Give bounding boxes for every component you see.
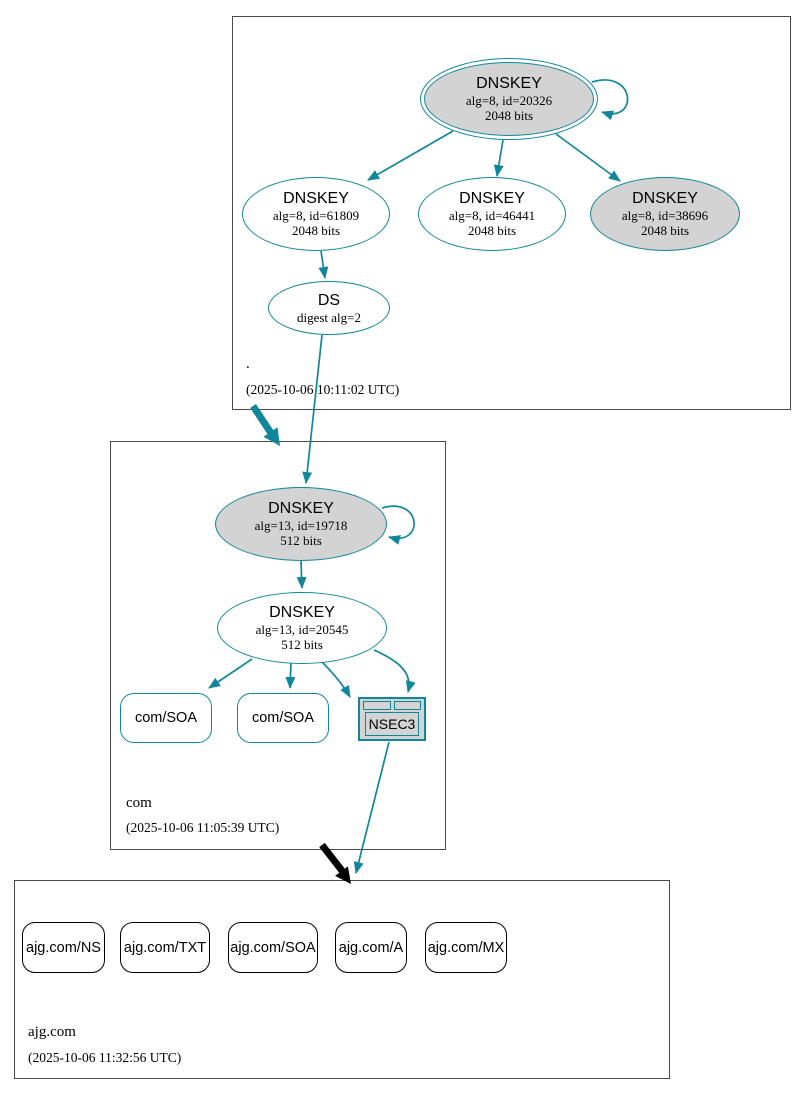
edge-nsec3-to-ajg-zone <box>353 741 390 874</box>
zone-label-root: . <box>246 356 250 372</box>
node-com-soa-2[interactable]: com/SOA <box>237 693 329 743</box>
node-root-dnskey-61809[interactable]: DNSKEY alg=8, id=61809 2048 bits <box>242 177 390 251</box>
node-root-dnskey-46441[interactable]: DNSKEY alg=8, id=46441 2048 bits <box>418 177 566 251</box>
edge-com-zsk-to-soa1 <box>208 658 253 689</box>
edge-delegation-root-to-com-arrowhead <box>263 427 280 446</box>
node-com-ksk-title: DNSKEY <box>268 500 334 517</box>
node-root-dnskey-61809-title: DNSKEY <box>283 190 349 207</box>
node-com-soa-2-label: com/SOA <box>251 710 315 726</box>
nsec3-cell-left <box>363 701 391 710</box>
edge-delegation-root-to-com <box>250 404 274 435</box>
edge-com-ksk-self-loop <box>381 505 415 545</box>
zone-timestamp-root: (2025-10-06 10:11:02 UTC) <box>246 382 400 397</box>
node-ajg-com-ns[interactable]: ajg.com/NS <box>22 922 105 973</box>
zone-box-root <box>232 16 791 410</box>
node-ajg-com-a-label: ajg.com/A <box>338 939 404 956</box>
node-com-zsk-size: 512 bits <box>281 637 323 652</box>
nsec3-top-row <box>363 701 421 710</box>
node-ajg-com-txt-label: ajg.com/TXT <box>123 939 207 956</box>
node-root-dnskey-46441-size: 2048 bits <box>467 223 517 238</box>
zone-timestamp-ajg-com: (2025-10-06 11:32:56 UTC) <box>28 1050 182 1065</box>
edge-root-ksk-to-zsk2 <box>493 139 504 177</box>
node-ajg-com-ns-label: ajg.com/NS <box>26 939 101 956</box>
node-root-dnskey-61809-algorithm: alg=8, id=61809 <box>272 208 360 223</box>
nsec3-cell-right <box>393 701 421 710</box>
node-com-soa-1-label: com/SOA <box>134 710 198 726</box>
node-com-soa-1[interactable]: com/SOA <box>120 693 212 743</box>
node-root-dnskey-46441-algorithm: alg=8, id=46441 <box>448 208 536 223</box>
zone-box-ajg-com <box>14 880 670 1079</box>
node-root-dnskey-38696-size: 2048 bits <box>640 223 690 238</box>
zone-timestamp-com: (2025-10-06 11:05:39 UTC) <box>126 820 280 835</box>
edge-root-ksk-self-loop <box>591 79 629 121</box>
edge-root-zsk1-to-ds <box>318 250 329 279</box>
node-com-ksk-size: 512 bits <box>280 533 322 548</box>
node-com-ksk-algorithm: alg=13, id=19718 <box>254 518 348 533</box>
node-root-ksk-dnskey-20326[interactable]: DNSKEY alg=8, id=20326 2048 bits <box>420 58 598 140</box>
edge-delegation-com-to-ajg <box>319 842 346 875</box>
node-root-ksk-inner: DNSKEY alg=8, id=20326 2048 bits <box>424 62 594 136</box>
node-root-ds[interactable]: DS digest alg=2 <box>268 281 390 335</box>
node-root-ds-detail: digest alg=2 <box>296 309 362 325</box>
node-ajg-com-mx[interactable]: ajg.com/MX <box>425 922 507 973</box>
edge-root-ksk-to-key3 <box>555 133 621 182</box>
node-root-dnskey-46441-title: DNSKEY <box>459 190 525 207</box>
edge-ds-to-com-ksk <box>302 334 323 484</box>
node-ajg-com-soa[interactable]: ajg.com/SOA <box>228 922 318 973</box>
node-root-dnskey-38696-title: DNSKEY <box>632 190 698 207</box>
node-com-zsk-dnskey-20545[interactable]: DNSKEY alg=13, id=20545 512 bits <box>217 592 387 664</box>
edge-root-ksk-to-zsk1 <box>367 130 454 181</box>
node-ajg-com-mx-label: ajg.com/MX <box>427 939 505 956</box>
node-root-ds-title: DS <box>317 291 341 309</box>
node-ajg-com-txt[interactable]: ajg.com/TXT <box>120 922 210 973</box>
node-root-ksk-algorithm: alg=8, id=20326 <box>465 93 553 108</box>
node-ajg-com-a[interactable]: ajg.com/A <box>335 922 407 973</box>
edge-com-zsk-to-nsec3-right <box>373 649 416 693</box>
node-com-ksk-dnskey-19718[interactable]: DNSKEY alg=13, id=19718 512 bits <box>215 487 387 561</box>
edge-com-ksk-to-zsk <box>296 560 307 589</box>
zone-label-com: com <box>126 795 152 811</box>
zone-label-ajg-com: ajg.com <box>28 1024 76 1040</box>
node-root-dnskey-38696-algorithm: alg=8, id=38696 <box>621 208 709 223</box>
node-ajg-com-soa-label: ajg.com/SOA <box>230 939 316 956</box>
node-root-ksk-size: 2048 bits <box>484 108 534 123</box>
edge-com-zsk-to-soa2 <box>285 661 296 689</box>
node-root-ksk-title: DNSKEY <box>476 75 542 92</box>
node-com-nsec3-label: NSEC3 <box>365 712 419 736</box>
node-com-nsec3[interactable]: NSEC3 <box>358 697 426 741</box>
node-root-dnskey-38696[interactable]: DNSKEY alg=8, id=38696 2048 bits <box>590 177 740 251</box>
node-root-dnskey-61809-size: 2048 bits <box>291 223 341 238</box>
node-com-zsk-title: DNSKEY <box>269 604 335 621</box>
edge-com-zsk-to-nsec3-left <box>321 661 351 698</box>
node-com-zsk-algorithm: alg=13, id=20545 <box>255 622 349 637</box>
edge-delegation-com-to-ajg-arrowhead <box>335 866 351 884</box>
